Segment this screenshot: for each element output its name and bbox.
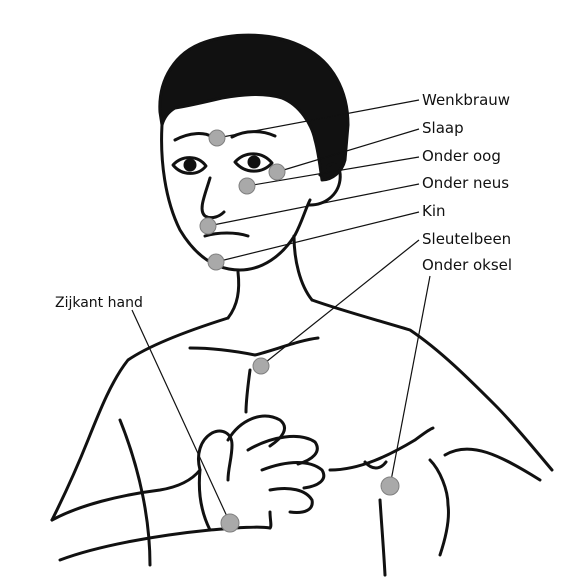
finger-4 [270, 488, 312, 512]
point-zijkant-hand [221, 514, 239, 532]
label-kin: Kin [422, 204, 446, 219]
neck-left [228, 272, 239, 318]
point-onder-oksel [381, 477, 399, 495]
point-kin [208, 254, 224, 270]
label-slaap: Slaap [422, 121, 464, 136]
finger-3 [262, 463, 324, 489]
point-slaap [269, 164, 285, 180]
label-onder-oksel: Onder oksel [422, 258, 512, 273]
hand-thumb [199, 431, 233, 480]
leader-sleutelbeen [261, 240, 419, 366]
point-sleutelbeen [253, 358, 269, 374]
point-onder-oog [239, 178, 255, 194]
leader-onder-oksel [390, 276, 430, 486]
chest-right [330, 428, 433, 470]
left-eyebrow [175, 134, 212, 140]
label-wenkbrauw: Wenkbrauw [422, 93, 510, 108]
right-arm-inner [445, 449, 540, 480]
neck-right [294, 236, 312, 300]
left-pupil [185, 160, 195, 170]
right-pupil [249, 157, 259, 167]
forearm-bottom [60, 527, 270, 560]
nose [202, 178, 224, 218]
right-shoulder [312, 300, 552, 470]
finger-2 [248, 436, 317, 464]
point-onder-neus [200, 218, 216, 234]
label-onder-neus: Onder neus [422, 176, 509, 191]
right-side [380, 500, 385, 575]
collarbone [190, 338, 318, 355]
sternum [246, 370, 250, 412]
hand-bottom [270, 512, 271, 528]
wrist [199, 470, 210, 530]
right-armpit [430, 460, 448, 555]
point-wenkbrauw [209, 130, 225, 146]
face-outline [162, 125, 310, 270]
forearm-top [52, 470, 200, 520]
label-onder-oog: Onder oog [422, 149, 501, 164]
finger-1 [228, 416, 285, 446]
label-sleutelbeen: Sleutelbeen [422, 232, 511, 247]
label-zijkant-hand: Zijkant hand [55, 296, 143, 310]
